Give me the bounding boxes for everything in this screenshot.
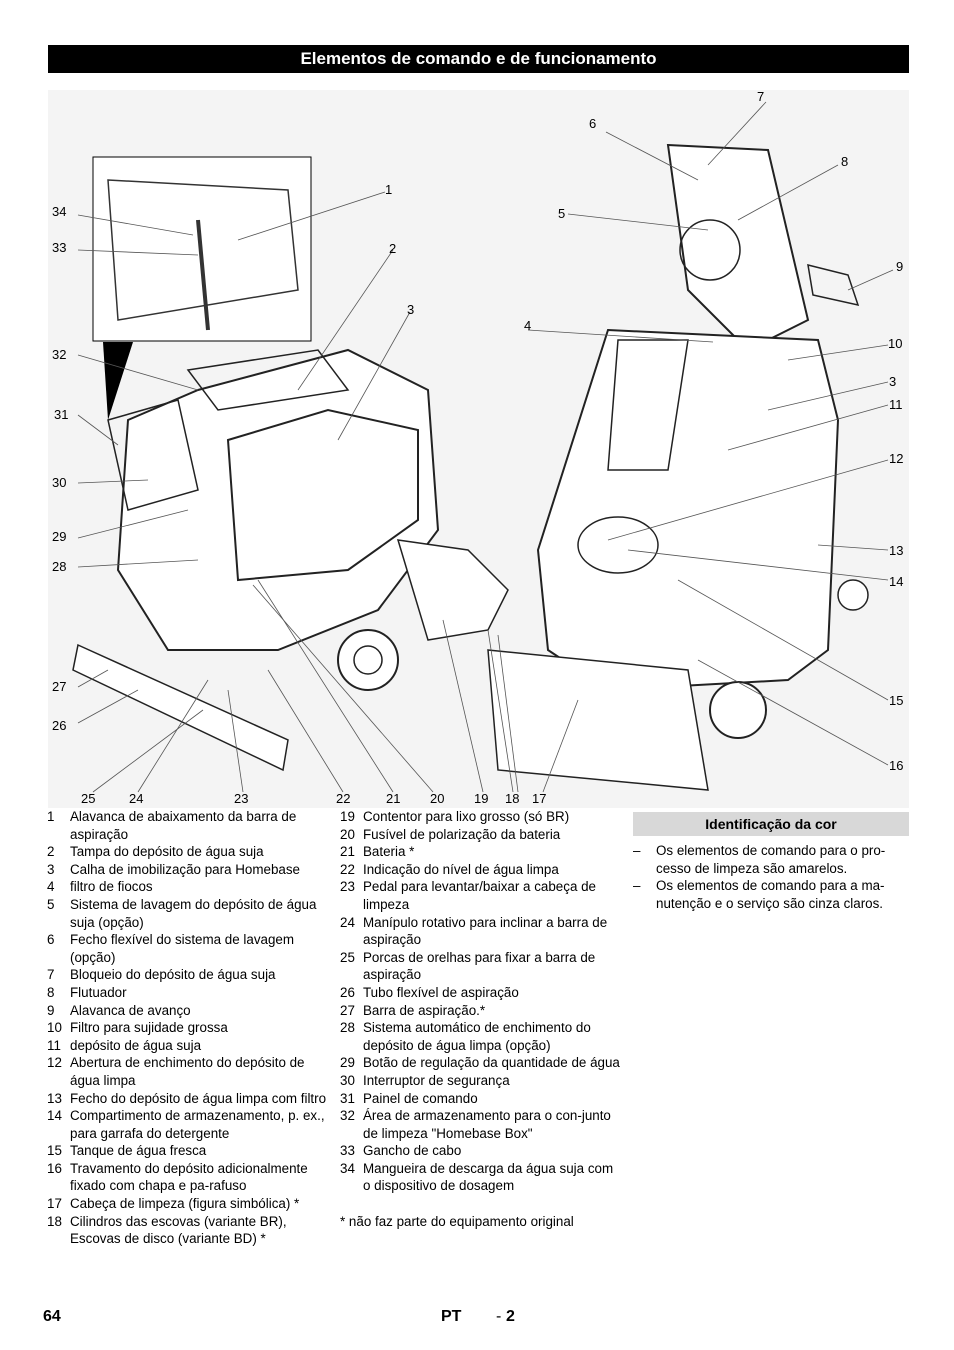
callout-10: 10 xyxy=(888,336,903,351)
callout-29: 29 xyxy=(52,529,67,544)
callout-15: 15 xyxy=(889,693,904,708)
callout-5: 5 xyxy=(558,206,566,221)
callout-19: 19 xyxy=(474,791,489,806)
section-number: 2 xyxy=(506,1308,515,1325)
callout-9: 9 xyxy=(896,259,904,274)
callout-7: 7 xyxy=(757,89,765,104)
callout-34: 34 xyxy=(52,204,67,219)
callout-16: 16 xyxy=(889,758,904,773)
callout-2: 2 xyxy=(389,241,397,256)
color-id-item: –Os elementos de comando para o pro-cess… xyxy=(633,843,886,876)
callout-13: 13 xyxy=(889,543,904,558)
section-title: Elementos de comando e de funcionamento xyxy=(48,45,909,73)
callout-28: 28 xyxy=(52,559,67,574)
callout-3: 3 xyxy=(407,302,415,317)
callout-8: 8 xyxy=(841,154,849,169)
color-id-item: –Os elementos de comando para a ma-nuten… xyxy=(633,878,885,911)
machine-drawing xyxy=(48,90,909,808)
machine-illustration: 7 6 8 1 34 5 2 33 9 3 4 10 32 3 11 31 12… xyxy=(48,90,909,808)
callout-4: 4 xyxy=(524,318,532,333)
callout-33: 33 xyxy=(52,240,67,255)
callout-24: 24 xyxy=(129,791,144,806)
callout-30: 30 xyxy=(52,475,67,490)
callout-1: 1 xyxy=(385,182,393,197)
callout-14: 14 xyxy=(889,574,904,589)
callout-21: 21 xyxy=(386,791,401,806)
callout-32: 32 xyxy=(52,347,67,362)
callout-31: 31 xyxy=(54,407,69,422)
callout-22: 22 xyxy=(336,791,351,806)
callout-3b: 3 xyxy=(889,374,897,389)
footer-separator: - xyxy=(496,1308,502,1325)
callout-12: 12 xyxy=(889,451,904,466)
callout-26: 26 xyxy=(52,718,67,733)
callout-11: 11 xyxy=(889,397,903,412)
language-code: PT xyxy=(441,1308,462,1325)
color-id-list: –Os elementos de comando para o pro-cess… xyxy=(633,842,909,912)
footnote: * não faz parte do equipamento original xyxy=(340,1214,574,1230)
color-id-heading: Identificação da cor xyxy=(633,812,909,836)
callout-17: 17 xyxy=(532,791,547,806)
page-number: 64 xyxy=(43,1308,61,1325)
callout-20: 20 xyxy=(430,791,445,806)
callout-27: 27 xyxy=(52,679,67,694)
callout-6: 6 xyxy=(589,116,597,131)
callout-18: 18 xyxy=(505,791,520,806)
callout-25: 25 xyxy=(81,791,96,806)
callout-23: 23 xyxy=(234,791,249,806)
